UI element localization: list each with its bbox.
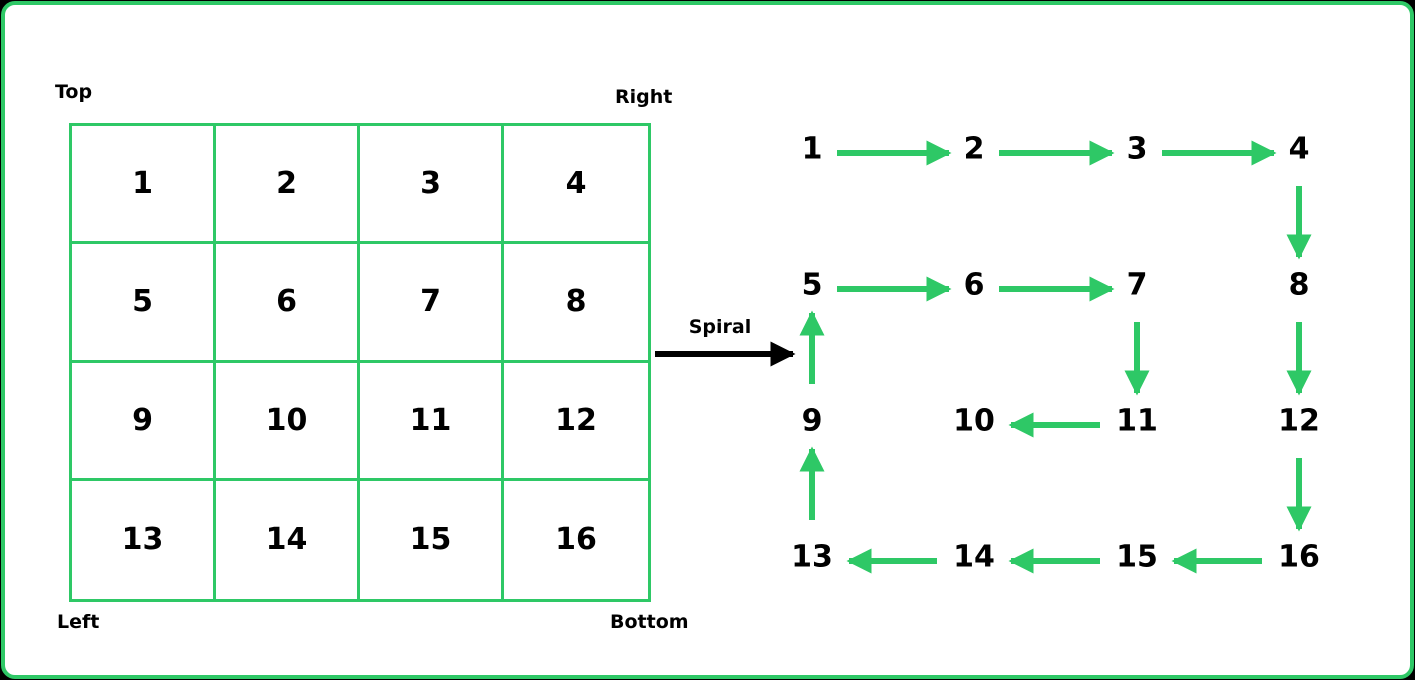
spiral-number: 9 [802, 404, 823, 439]
spiral-number: 10 [953, 404, 995, 439]
matrix-cell: 2 [216, 126, 360, 245]
label-bottom: Bottom [610, 611, 689, 633]
label-right: Right [615, 86, 673, 108]
matrix-cell: 16 [555, 522, 597, 558]
spiral-number: 15 [1116, 540, 1158, 575]
spiral-number: 7 [1127, 268, 1148, 303]
spiral-label: Spiral [689, 316, 752, 338]
spiral-number: 8 [1289, 268, 1310, 303]
matrix-cell: 7 [360, 244, 504, 363]
matrix-cell: 6 [216, 244, 360, 363]
matrix-cell: 12 [504, 363, 648, 481]
spiral-number: 12 [1278, 404, 1320, 439]
label-top: Top [55, 81, 93, 103]
spiral-number: 1 [802, 132, 823, 167]
spiral-number: 6 [964, 268, 985, 303]
matrix-cell: 14 [216, 480, 360, 599]
matrix-cell: 13 [72, 480, 216, 599]
matrix-cell: 5 [72, 244, 216, 363]
spiral-number: 11 [1116, 404, 1158, 439]
spiral-arrows [799, 140, 1312, 574]
spiral-number: 13 [791, 540, 833, 575]
matrix-cell: 10 [216, 362, 360, 481]
matrix-cell: 8 [504, 244, 648, 363]
matrix-cell: 1 [72, 126, 216, 245]
matrix-cell: 15 [360, 480, 504, 599]
spiral-number: 2 [964, 132, 985, 167]
spiral-number: 5 [802, 268, 823, 303]
matrix-cell: 11 [360, 362, 504, 481]
spiral-number: 16 [1278, 540, 1320, 575]
spiral-number: 14 [953, 540, 995, 575]
matrix-cell: 3 [360, 126, 504, 245]
spiral-number: 3 [1127, 132, 1148, 167]
spiral-number: 4 [1289, 132, 1310, 167]
matrix-cell: 9 [72, 362, 216, 481]
label-left: Left [57, 611, 100, 633]
matrix-cell: 4 [504, 126, 648, 245]
